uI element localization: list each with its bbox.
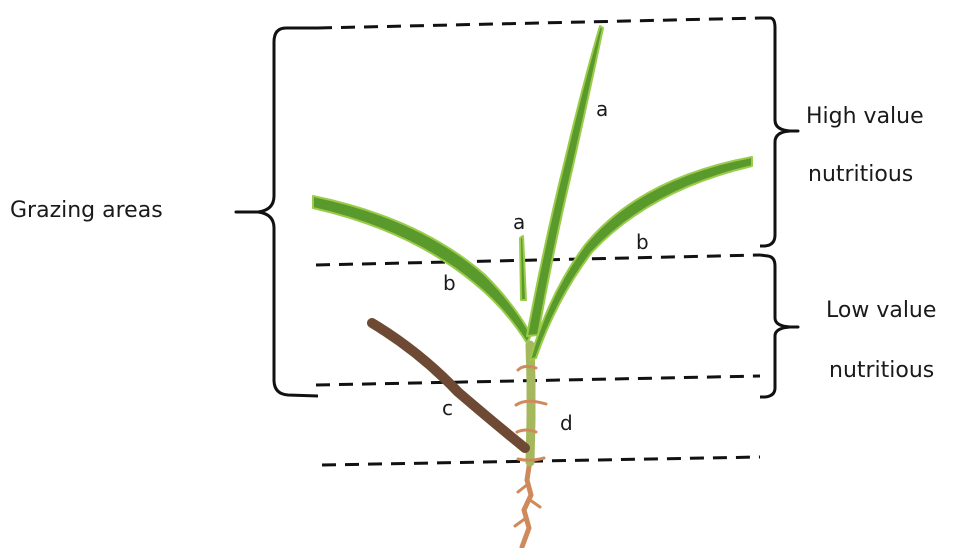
label-b-right: b — [636, 230, 649, 254]
high-value-label-line2: nutritious — [808, 162, 914, 187]
label-a-mid: a — [513, 210, 526, 234]
stem-node-1 — [516, 364, 538, 372]
dashed-line-lower-mid — [315, 374, 761, 387]
leaves — [312, 25, 753, 361]
stem-node-4 — [516, 456, 546, 462]
zone-lines — [315, 16, 761, 467]
leaf-young-a — [519, 235, 527, 301]
root-branch-1 — [516, 482, 530, 494]
dashed-line-upper-mid — [315, 253, 761, 267]
dashed-line-top — [317, 16, 761, 30]
grazing-brace — [234, 26, 319, 398]
leaf-tall-a — [526, 25, 604, 337]
high-value-brace — [760, 16, 800, 248]
label-c: c — [442, 396, 453, 420]
root-main — [519, 457, 534, 548]
leaf-left-b — [312, 195, 532, 344]
dead-leaf-c — [367, 318, 530, 453]
root-branch-2 — [528, 498, 542, 509]
label-a-top: a — [596, 97, 609, 121]
stem-nodes — [514, 364, 548, 462]
label-b-left: b — [443, 271, 456, 295]
leaf-right-b — [529, 156, 753, 361]
high-value-label-line1: High value — [806, 104, 924, 129]
roots — [513, 457, 542, 548]
root-branch-3 — [513, 516, 528, 528]
dashed-line-bottom — [321, 455, 761, 467]
grazing-areas-label: Grazing areas — [10, 198, 163, 223]
stem-node-3 — [515, 428, 538, 434]
low-value-label-line2: nutritious — [829, 358, 935, 383]
low-value-label-line1: Low value — [826, 298, 937, 323]
low-value-brace — [759, 253, 800, 399]
stem — [525, 340, 536, 467]
label-d: d — [560, 411, 573, 435]
stem-node-2 — [514, 399, 548, 407]
